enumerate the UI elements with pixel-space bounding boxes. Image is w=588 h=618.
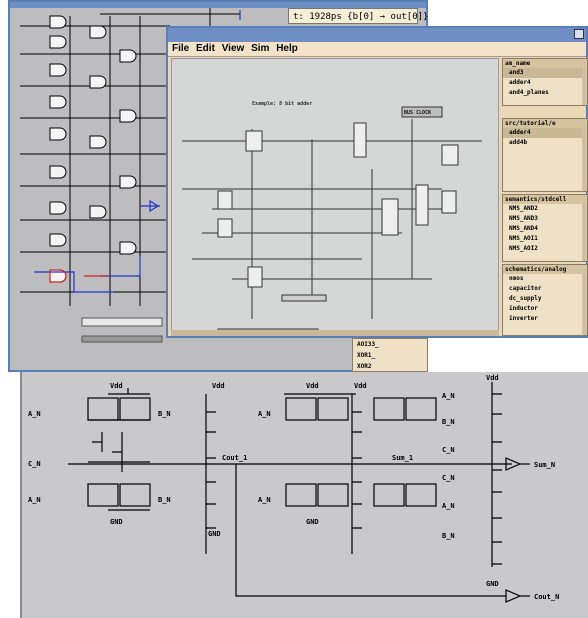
menu-edit[interactable]: Edit — [196, 43, 215, 54]
panel-header: src/tutorial/e — [503, 119, 587, 128]
panel-item[interactable]: add4b — [509, 139, 528, 146]
cell-list[interactable]: AOI33_ XOR1_ XOR2 — [352, 338, 428, 372]
transistor-schematic-window[interactable]: Vdd Vdd Vdd Vdd Vdd GND GND GND GND A_N … — [20, 372, 588, 618]
sim-circuit: Example: 8 bit adder BUS CLOCK — [182, 101, 482, 334]
vdd-label-1: Vdd — [110, 382, 123, 390]
vdd-label-2: Vdd — [212, 382, 225, 390]
panel-scrollbar[interactable] — [582, 273, 587, 335]
panel-header: schematics/analog — [503, 265, 587, 274]
vdd-label-3: Vdd — [306, 382, 319, 390]
panel-analog[interactable]: schematics/analog nmos capacitor dc_supp… — [502, 264, 588, 336]
input-label-b-2: B_N — [158, 496, 171, 504]
cell-list-item[interactable]: AOI33_ — [357, 341, 379, 348]
input-label-a-3: A_N — [258, 410, 271, 418]
vdd-label-4: Vdd — [354, 382, 367, 390]
sim-canvas-title: Example: 8 bit adder — [252, 101, 312, 107]
input-label-b-3: B_N — [442, 418, 455, 426]
menu-file[interactable]: File — [172, 43, 190, 54]
input-label-a-2: A_N — [28, 496, 41, 504]
menu-view[interactable]: View — [221, 43, 245, 54]
gnd-label-3: GND — [306, 518, 319, 526]
sim-menubar: File Edit View Sim Help — [168, 42, 586, 57]
panel-item[interactable]: nmos — [509, 275, 524, 282]
sim-titlebar[interactable] — [168, 28, 586, 42]
input-label-a-4: A_N — [258, 496, 271, 504]
input-label-c: C_N — [28, 460, 41, 468]
panel-stdcell[interactable]: semantics/stdcell NMS_AND2 NMS_AND3 NMS_… — [502, 194, 588, 262]
sum-output-label: Sum_N — [534, 461, 555, 469]
panel-tutorial[interactable]: src/tutorial/e adder4 add4b — [502, 118, 588, 192]
panel-item[interactable]: capacitor — [509, 285, 542, 292]
input-label-c-2: C_N — [442, 446, 455, 454]
panel-item[interactable]: and4_planes — [509, 89, 549, 96]
panel-item[interactable]: inverter — [509, 315, 538, 322]
sim-bus-button-label: BUS CLOCK — [404, 110, 431, 116]
panel-item[interactable]: NMS_AND4 — [509, 225, 538, 232]
cell-list-item[interactable]: XOR1_ — [357, 352, 376, 359]
sim-bus-button[interactable] — [401, 106, 443, 118]
panel-item[interactable]: NMS_AND2 — [509, 205, 538, 212]
cell-list-item[interactable]: XOR2 — [357, 363, 372, 370]
input-label-a: A_N — [28, 410, 41, 418]
gnd-label-2: GND — [208, 530, 221, 538]
input-label-a-6: A_N — [442, 502, 455, 510]
simulator-window[interactable]: File Edit View Sim Help Example: 8 bit a… — [166, 26, 588, 338]
input-label-a-5: A_N — [442, 392, 455, 400]
transistor-schematic-canvas: Vdd Vdd Vdd Vdd Vdd GND GND GND GND A_N … — [28, 374, 559, 603]
panel-scrollbar[interactable] — [582, 127, 587, 191]
library-panels: am_name and3 adder4 and4_planes src/tuto… — [502, 58, 588, 336]
gate-window-titlebar[interactable] — [10, 2, 426, 8]
panel-item[interactable]: adder4 — [509, 79, 531, 86]
panel-header: am_name — [503, 59, 587, 68]
sim-canvas[interactable]: Example: 8 bit adder BUS CLOCK — [171, 58, 499, 336]
menu-help[interactable]: Help — [276, 43, 298, 54]
cout-internal-label: Cout_1 — [222, 454, 247, 462]
menu-sim[interactable]: Sim — [251, 43, 270, 54]
panel-item[interactable]: adder4 — [503, 128, 587, 138]
timing-tooltip: t: 1928ps {b[0] → out[0]} — [288, 8, 428, 24]
panel-item[interactable]: NMS_AND3 — [509, 215, 538, 222]
input-label-b: B_N — [158, 410, 171, 418]
input-label-b-4: B_N — [442, 532, 455, 540]
gnd-label-4: GND — [486, 580, 499, 588]
panel-item[interactable]: NMS_AOI2 — [509, 245, 538, 252]
sum-internal-label: Sum_1 — [392, 454, 413, 462]
panel-item[interactable]: and3 — [503, 68, 587, 78]
panel-scrollbar[interactable] — [582, 203, 587, 261]
panel-header: semantics/stdcell — [503, 195, 587, 204]
vdd-label-5: Vdd — [486, 374, 499, 382]
gnd-label-1: GND — [110, 518, 123, 526]
input-label-c-3: C_N — [442, 474, 455, 482]
cout-output-label: Cout_N — [534, 593, 559, 601]
panel-scrollbar[interactable] — [582, 67, 587, 105]
panel-item[interactable]: NMS_AOI1 — [509, 235, 538, 242]
panel-names[interactable]: am_name and3 adder4 and4_planes — [502, 58, 588, 106]
gate-schematic-canvas — [20, 8, 241, 343]
panel-item[interactable]: dc_supply — [509, 295, 542, 302]
close-icon[interactable] — [574, 29, 584, 39]
panel-item[interactable]: inductor — [509, 305, 538, 312]
sim-hscrollbar[interactable] — [171, 330, 499, 336]
